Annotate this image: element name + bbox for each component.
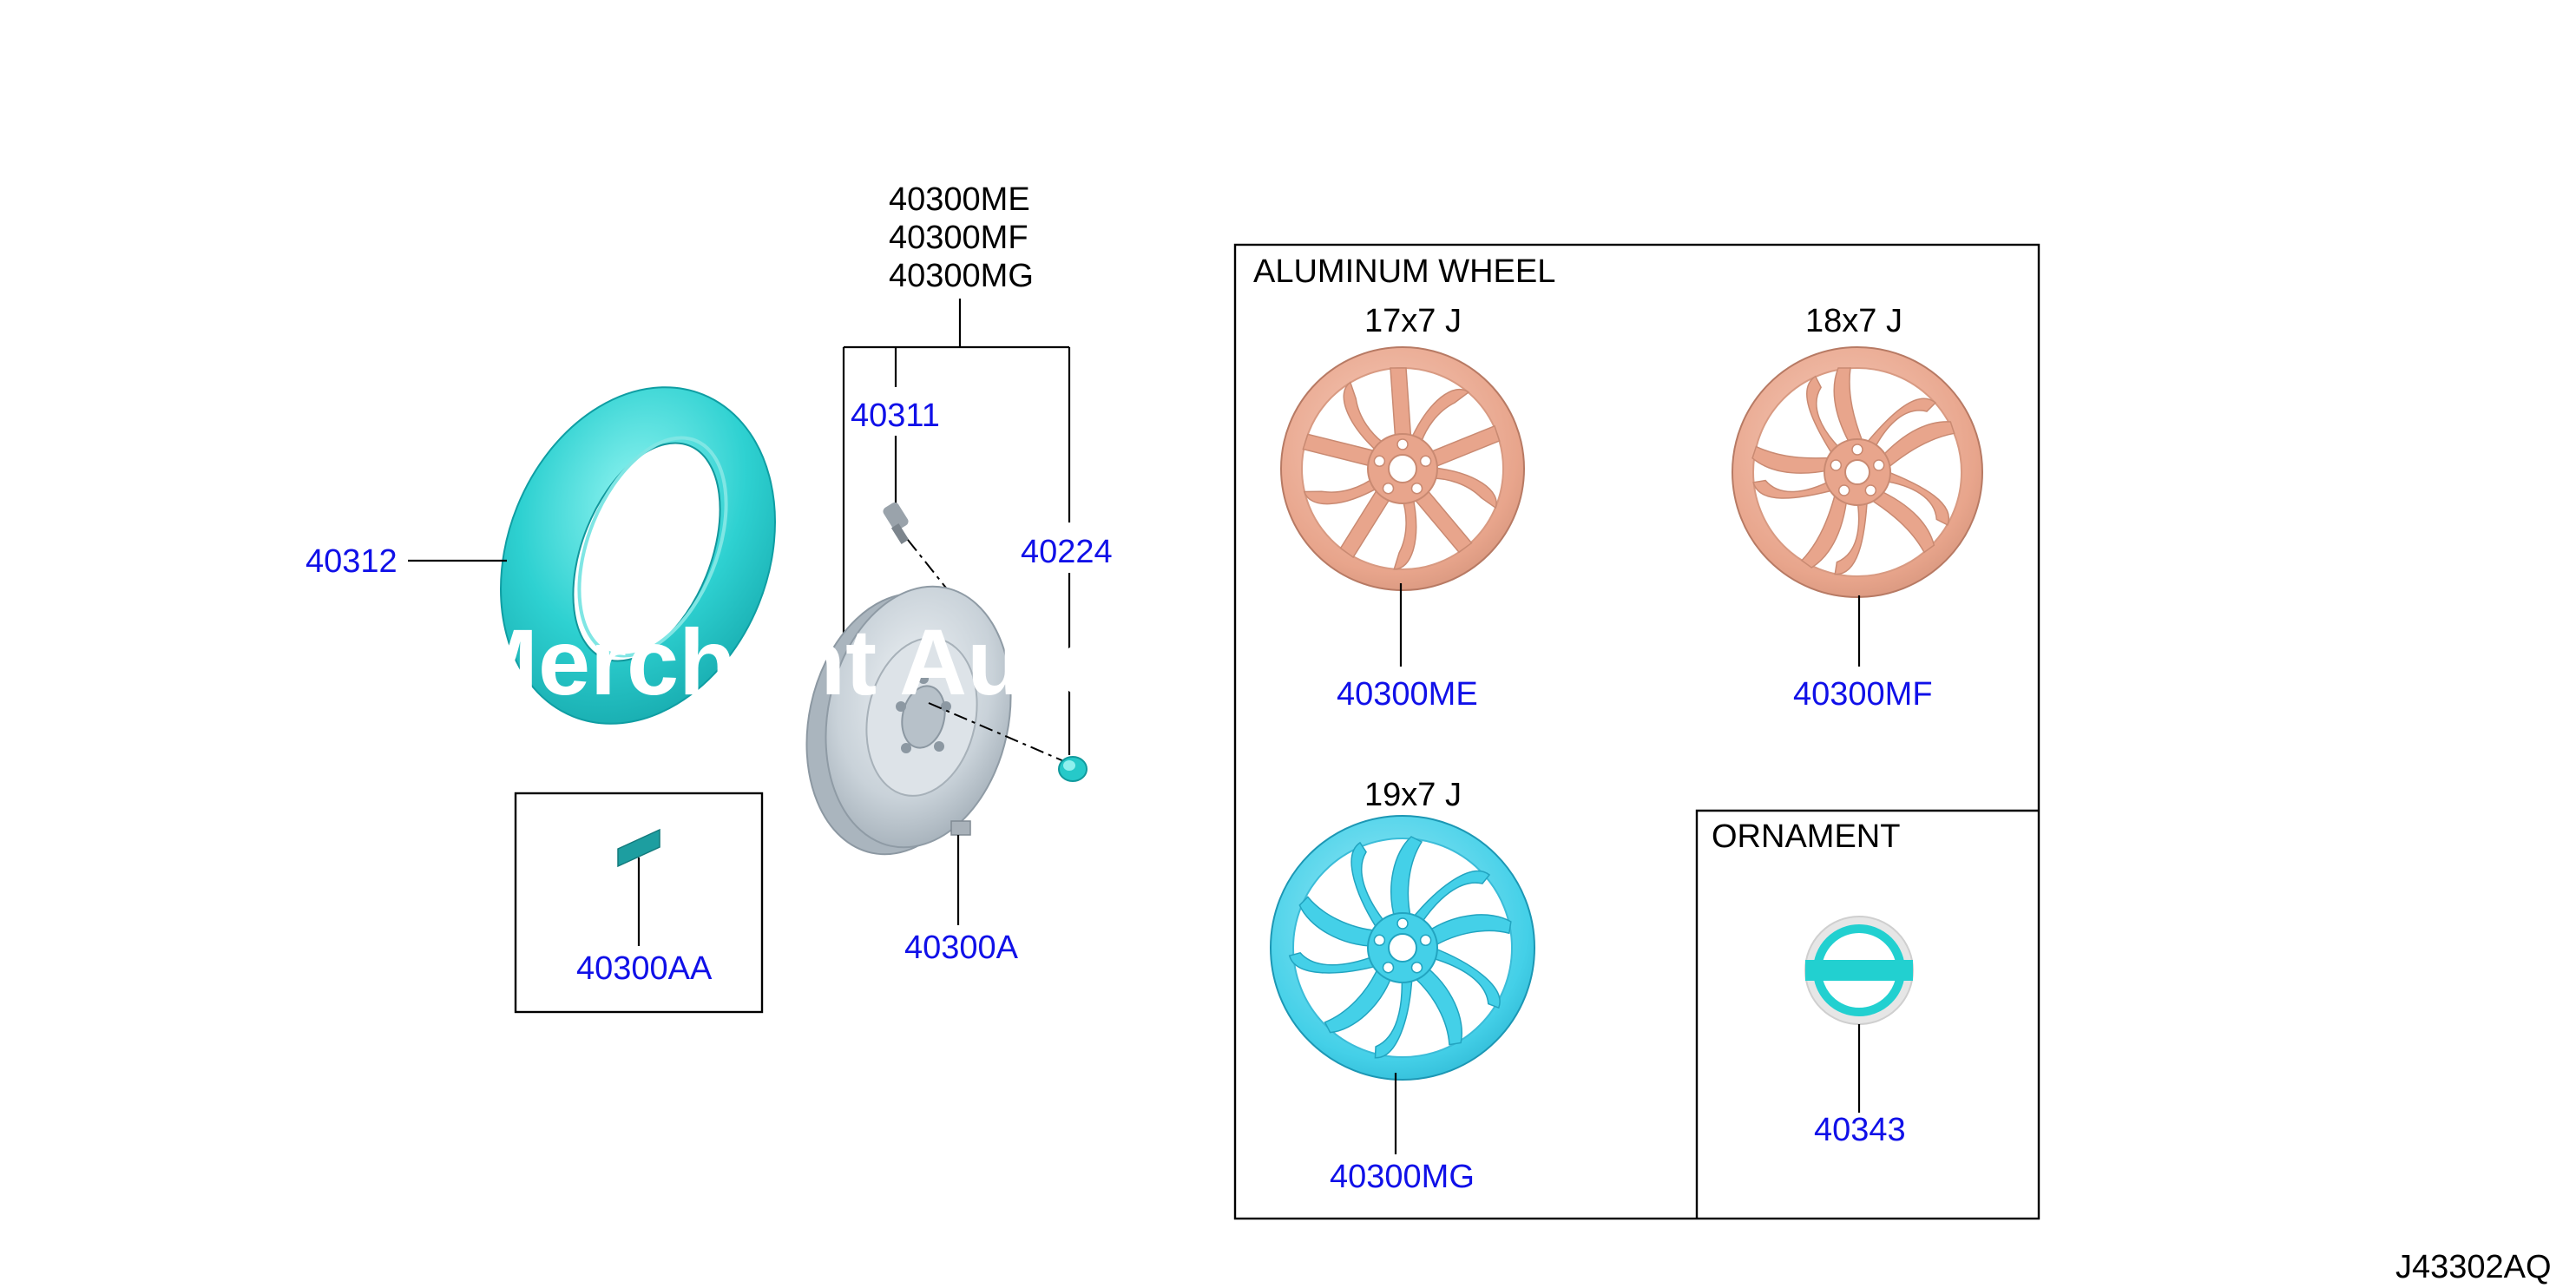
part-label-tire[interactable]: 40312: [306, 543, 398, 580]
assembly-label-2[interactable]: 40300MF: [889, 220, 1028, 256]
wheel-size-18: 18x7 J: [1805, 303, 1902, 339]
ornament-box: ORNAMENT 40343: [1695, 809, 2039, 1219]
alloy-wheel-18-icon[interactable]: [1732, 346, 1983, 598]
part-label-ornament[interactable]: 40343: [1814, 1112, 1906, 1148]
aluminum-wheel-frame: [1233, 243, 2040, 1220]
steel-wheel-illustration: [805, 585, 1012, 856]
ornament-frame: [1695, 809, 2039, 1219]
balance-weight-icon: [950, 820, 971, 836]
nissan-emblem-icon[interactable]: [1804, 916, 1914, 1025]
part-label-valve[interactable]: 40311: [851, 398, 940, 434]
ornament-title: ORNAMENT: [1712, 818, 1900, 855]
assembly-label-1[interactable]: 40300ME: [889, 181, 1030, 218]
wheel-size-19: 19x7 J: [1364, 777, 1462, 813]
assembly-bracket: [842, 299, 1071, 755]
tire-illustration: [500, 386, 776, 725]
alloy-wheel-19-icon[interactable]: [1270, 815, 1535, 1081]
part-label-wheel-19[interactable]: 40300MG: [1330, 1159, 1475, 1195]
part-label-label[interactable]: 40300AA: [576, 950, 713, 987]
aluminum-wheel-title: ALUMINUM WHEEL: [1253, 253, 1555, 290]
part-label-nut[interactable]: 40224: [1021, 534, 1113, 570]
wheel-size-17: 17x7 J: [1364, 303, 1462, 339]
valve-axis-line: [907, 539, 983, 634]
watermark: Merchant Auto: [460, 609, 1113, 714]
part-label-wheel-18[interactable]: 40300MF: [1793, 676, 1933, 713]
valve-icon: [883, 502, 910, 544]
placard-label-icon: [617, 828, 660, 868]
nut-axis-line: [928, 702, 1067, 763]
label-box-frame: [514, 792, 764, 1014]
aluminum-wheel-box: ALUMINUM WHEEL 17x7 J: [1233, 243, 2040, 1220]
assembly-group-labels: 40300ME 40300MF 40300MG: [889, 181, 1034, 294]
diagram-code: J43302AQ: [2395, 1249, 2552, 1285]
part-label-wheel[interactable]: 40300A: [904, 930, 1019, 966]
part-label-wheel-17[interactable]: 40300ME: [1337, 676, 1478, 713]
alloy-wheel-17-icon[interactable]: [1280, 346, 1525, 591]
assembly-label-3[interactable]: 40300MG: [889, 258, 1034, 294]
wheel-nut-icon: [1058, 756, 1088, 782]
